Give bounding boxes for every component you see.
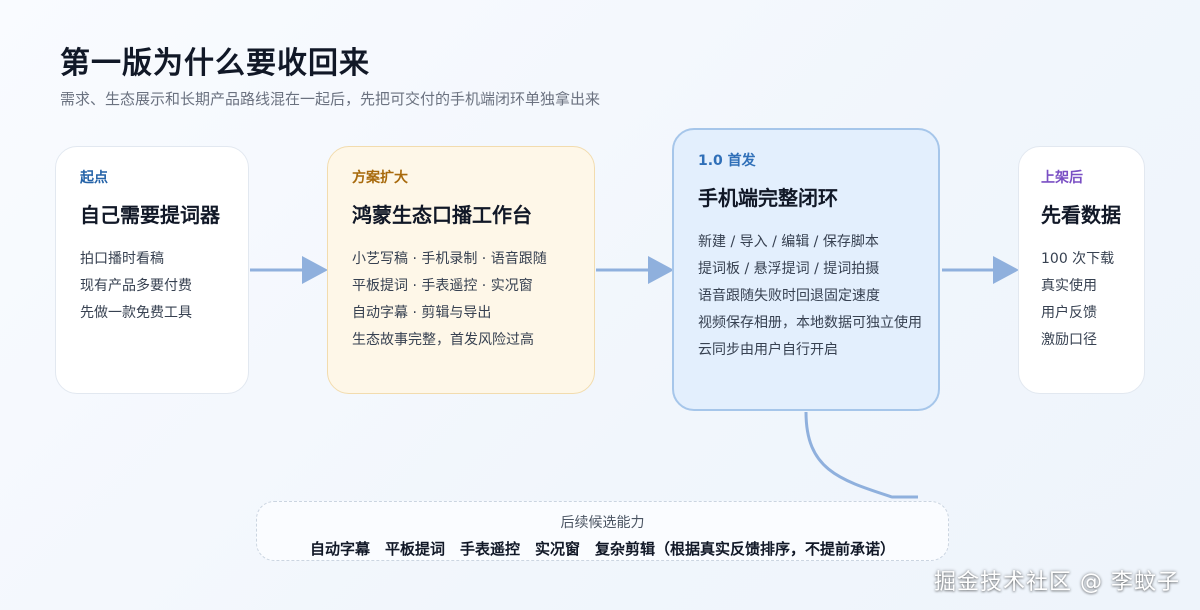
page-title: 第一版为什么要收回来 (60, 46, 370, 81)
card-start-line: 拍口播时看稿 (80, 251, 164, 267)
card-first-line: 新建 / 导入 / 编辑 / 保存脚本 (698, 234, 879, 250)
card-expand-heading: 鸿蒙生态口播工作台 (352, 203, 532, 227)
card-after-line: 用户反馈 (1041, 305, 1097, 321)
card-after-line: 100 次下载 (1041, 251, 1115, 267)
card-after-heading: 先看数据 (1041, 203, 1121, 227)
card-expand-tag: 方案扩大 (352, 170, 408, 186)
page-subtitle: 需求、生态展示和长期产品路线混在一起后，先把可交付的手机端闭环单独拿出来 (60, 90, 601, 108)
arrow-start-to-expand (250, 256, 328, 284)
arrow-expand-to-first (596, 256, 674, 284)
card-expand-line: 自动字幕 · 剪辑与导出 (352, 305, 492, 321)
card-first-line: 视频保存相册，本地数据可独立使用 (698, 315, 922, 331)
watermark: 掘金技术社区 @ 李蚊子 (934, 570, 1180, 595)
card-expand: 方案扩大 鸿蒙生态口播工作台 小艺写稿 · 手机录制 · 语音跟随 平板提词 ·… (327, 146, 595, 394)
connector-first-to-future (804, 411, 918, 499)
card-start-heading: 自己需要提词器 (80, 203, 220, 227)
card-first-line: 提词板 / 悬浮提词 / 提词拍摄 (698, 261, 880, 277)
card-after-line: 真实使用 (1041, 278, 1097, 294)
card-expand-line: 生态故事完整，首发风险过高 (352, 332, 534, 348)
card-after-tag: 上架后 (1041, 170, 1083, 186)
card-after-launch: 上架后 先看数据 100 次下载 真实使用 用户反馈 激励口径 (1018, 146, 1145, 394)
arrow-first-to-after (942, 256, 1019, 284)
card-start-tag: 起点 (80, 170, 108, 186)
future-capabilities-box: 后续候选能力 自动字幕 平板提词 手表遥控 实况窗 复杂剪辑（根据真实反馈排序，… (256, 501, 949, 561)
card-first-tag: 1.0 首发 (698, 153, 756, 169)
card-start-line: 先做一款免费工具 (80, 305, 192, 321)
card-start: 起点 自己需要提词器 拍口播时看稿 现有产品多要付费 先做一款免费工具 (55, 146, 249, 394)
card-first-heading: 手机端完整闭环 (698, 186, 838, 210)
card-after-line: 激励口径 (1041, 332, 1097, 348)
future-items: 自动字幕 平板提词 手表遥控 实况窗 复杂剪辑（根据真实反馈排序，不提前承诺） (309, 540, 895, 558)
card-start-line: 现有产品多要付费 (80, 278, 192, 294)
card-first-release: 1.0 首发 手机端完整闭环 新建 / 导入 / 编辑 / 保存脚本 提词板 /… (672, 128, 940, 411)
future-title: 后续候选能力 (560, 515, 645, 531)
card-expand-line: 平板提词 · 手表遥控 · 实况窗 (352, 278, 533, 294)
card-expand-line: 小艺写稿 · 手机录制 · 语音跟随 (352, 251, 547, 267)
card-first-line: 语音跟随失败时回退固定速度 (698, 288, 880, 304)
card-first-line: 云同步由用户自行开启 (698, 342, 838, 358)
